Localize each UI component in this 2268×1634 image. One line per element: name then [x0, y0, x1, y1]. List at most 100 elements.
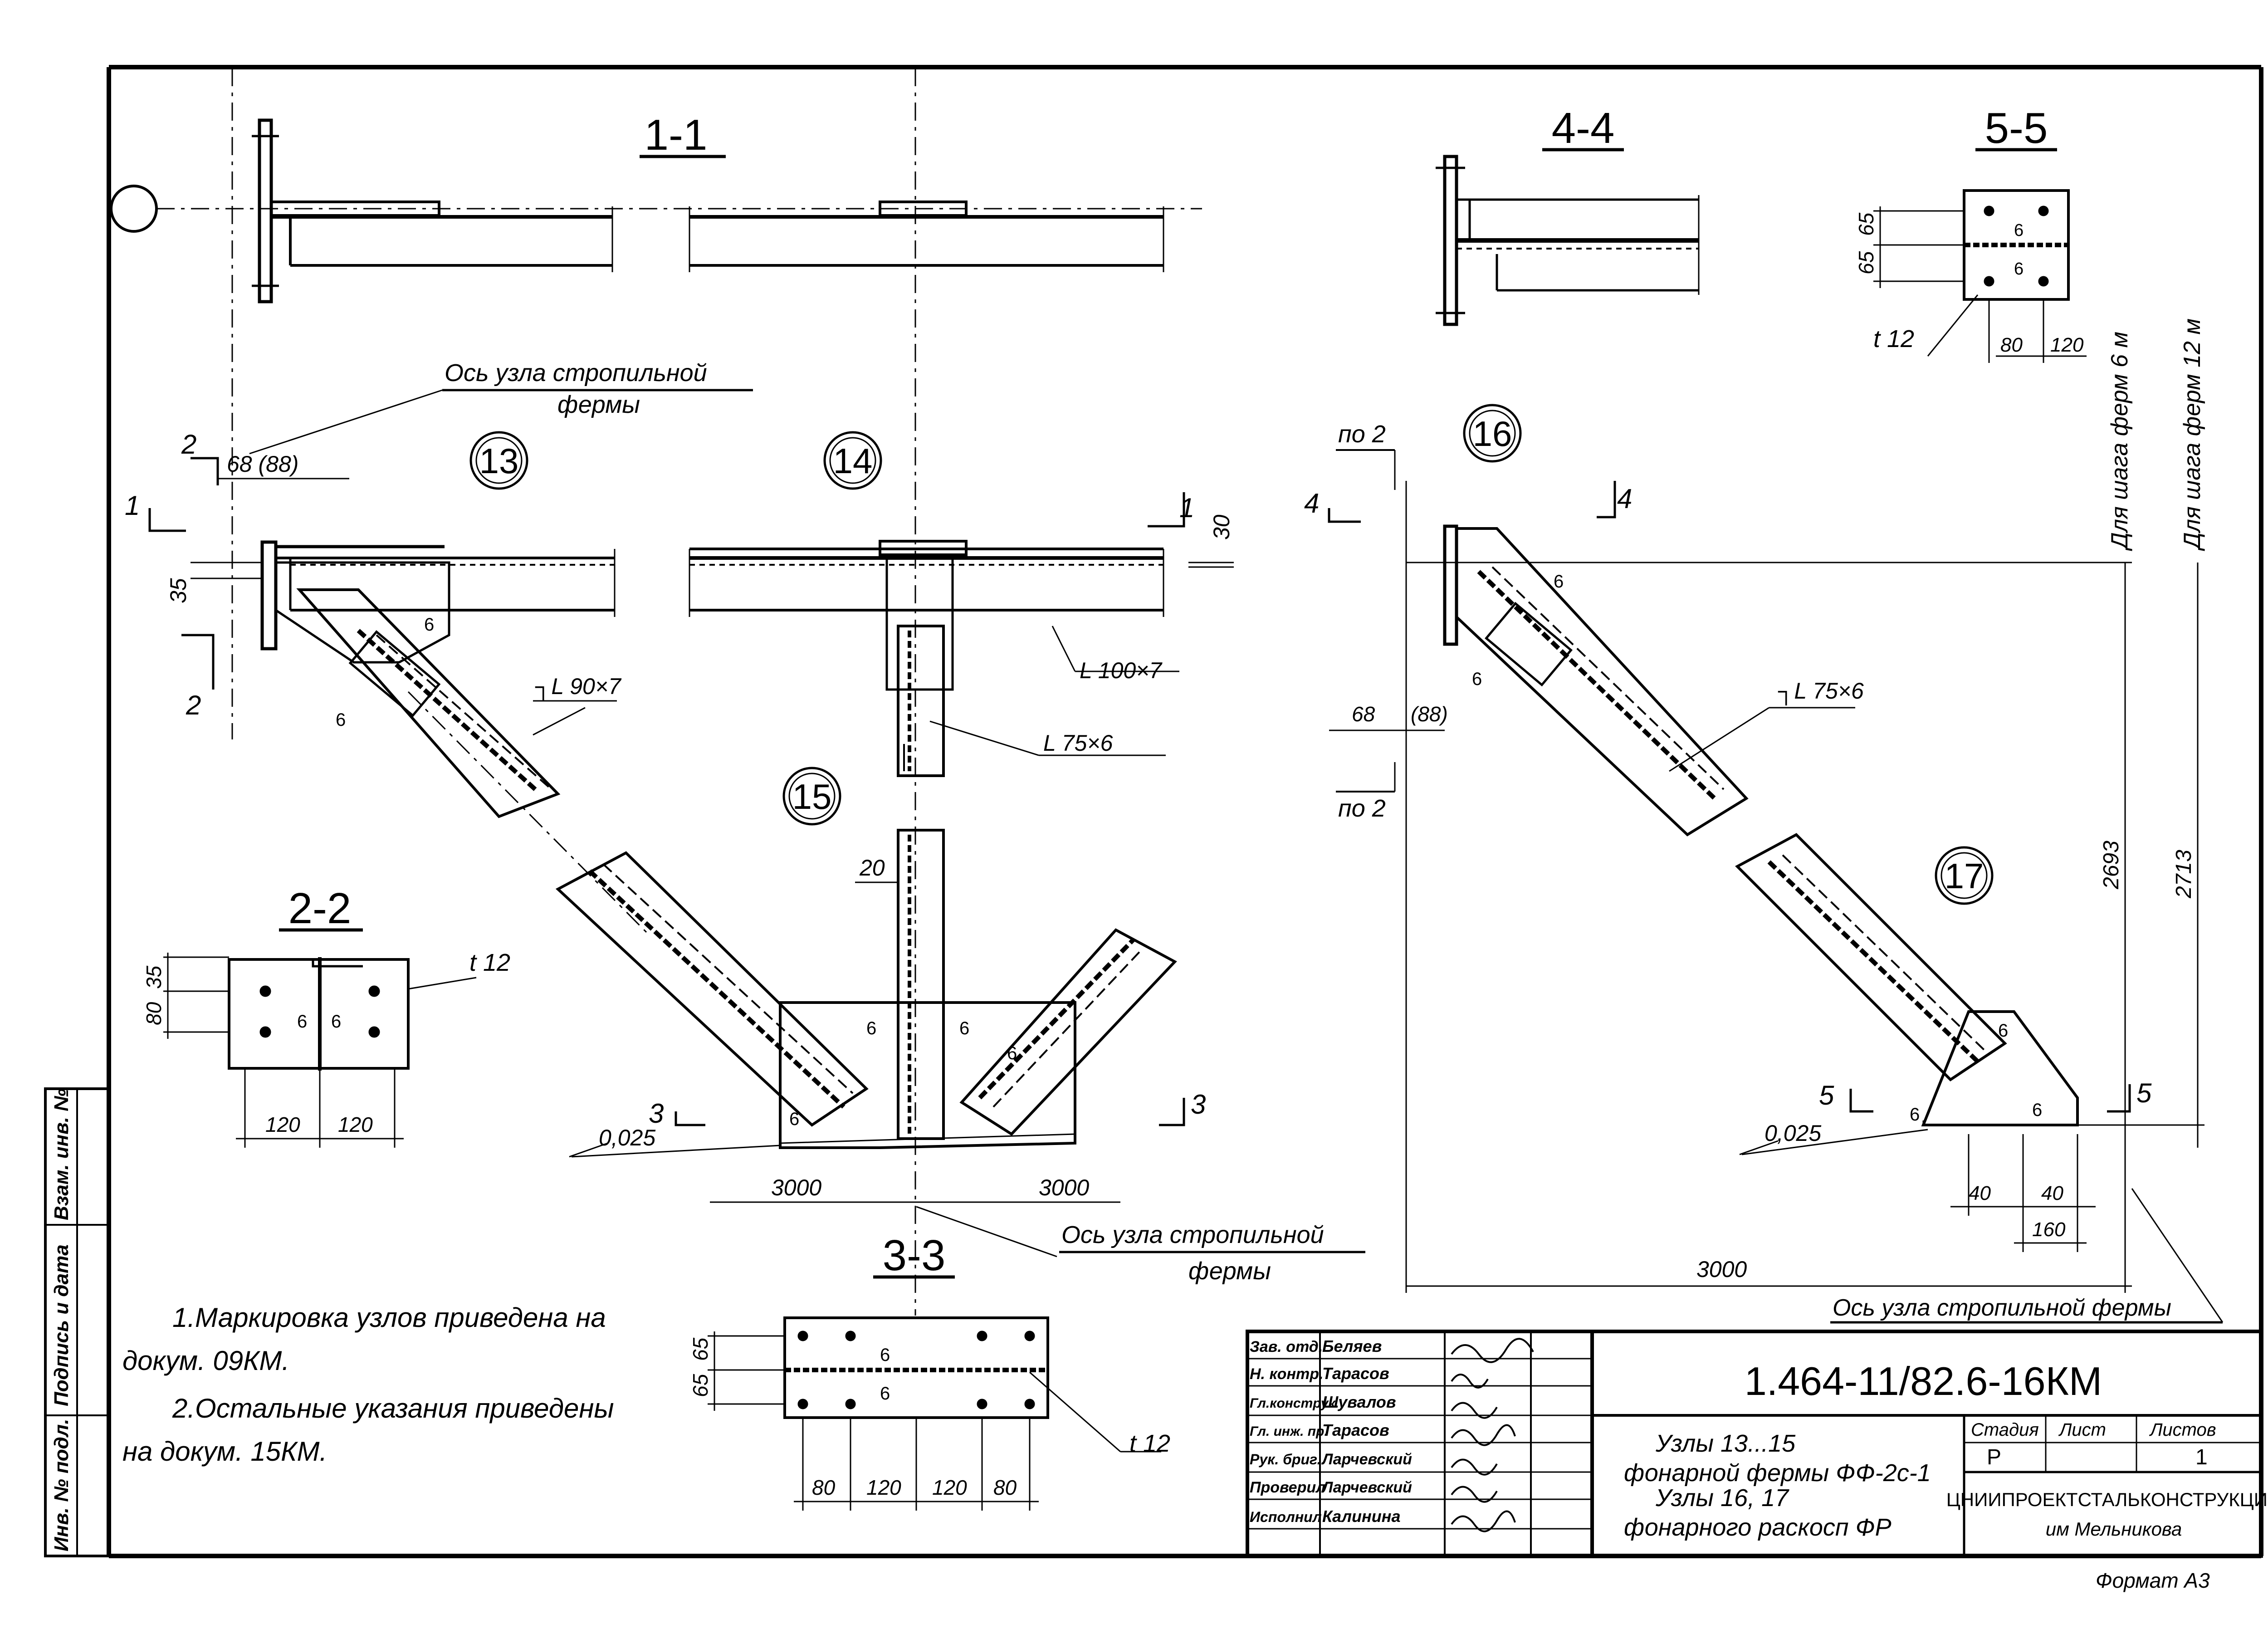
drawing-code: 1.464-11/82.6-16КМ	[1745, 1359, 2102, 1404]
section-3-3-drawing	[708, 1316, 1049, 1511]
dim-40-a: 40	[1969, 1182, 1991, 1204]
title-desc-2: фонарной фермы ФФ-2с-1	[1624, 1459, 1931, 1487]
s22-dim-35: 35	[142, 965, 166, 989]
sheets-header: Листов	[2149, 1420, 2216, 1440]
slope-right: 0,025	[1739, 1120, 1928, 1155]
signature-scribbles	[1451, 1338, 1534, 1532]
view-1-1	[110, 118, 1202, 303]
cut-marker-5	[1849, 1084, 2131, 1113]
dim-35: 35	[166, 562, 261, 603]
title-desc-1: Узлы 13...15	[1655, 1430, 1796, 1457]
replaces-inv-label: Взам. инв. №	[50, 1088, 73, 1220]
row-name-0: Беляев	[1322, 1337, 1382, 1355]
section-4-4-title: 4-4	[1552, 104, 1615, 152]
weld-6-b: 6	[336, 710, 346, 730]
sheet-frame	[107, 65, 2263, 1558]
svg-text:0,025: 0,025	[599, 1125, 655, 1150]
node-marker-16: 16	[1463, 404, 1522, 463]
row-name-3: Тарасов	[1322, 1421, 1389, 1439]
section-3-3-title: 3-3	[883, 1231, 946, 1280]
angle-75x6-right-label: ┐L 75×6	[1778, 678, 1864, 706]
angle-75x6-mid-label: L 75×6	[1043, 730, 1113, 756]
po2-bottom-label: по 2	[1338, 795, 1386, 822]
truss-axis-label-right: Ось узла стропильной фермы	[1830, 1188, 2224, 1324]
s33-dim-65b: 65	[689, 1374, 712, 1397]
svg-text:Ось узла стропильной: Ось узла стропильной	[1061, 1221, 1324, 1248]
node-15-drawing	[555, 829, 1177, 1149]
section-2-2-drawing	[163, 953, 410, 1148]
dim-2693: 2693	[2099, 841, 2123, 890]
dim-68-88: 68 (88)	[218, 451, 349, 479]
row-role-1: Н. контр.	[1250, 1365, 1323, 1383]
sheets-value: 1	[2195, 1445, 2208, 1469]
truss-axis-label-bottom: Ось узла стропильной фермы	[916, 1206, 1365, 1285]
title-desc-4: фонарного раскосп ФР	[1624, 1514, 1892, 1541]
dim-20: 20	[859, 855, 885, 881]
svg-text:докум. 09КМ.: докум. 09КМ.	[122, 1345, 289, 1376]
dim-160: 160	[2032, 1218, 2066, 1241]
s33-dim-120b: 120	[932, 1476, 967, 1499]
node-13-drawing	[260, 540, 650, 935]
angle-90x7-label: ┐L 90×7	[535, 674, 622, 701]
s55-dim-65a: 65	[1854, 212, 1878, 236]
title-block	[1246, 1330, 2263, 1558]
cut-marker-4	[1328, 481, 1616, 523]
weld-6-c: 6	[866, 1018, 876, 1038]
svg-text:35: 35	[166, 578, 191, 603]
svg-text:68: 68	[1352, 702, 1375, 726]
org-name-2: им Мельникова	[2046, 1518, 2182, 1540]
row-name-4: Ларчевский	[1321, 1451, 1412, 1468]
weld-6-f: 6	[1007, 1043, 1017, 1063]
cut-marker-1	[148, 508, 215, 690]
s33-dim-120a: 120	[866, 1476, 901, 1499]
dim-68-88-right: 68 (88)	[1329, 702, 1448, 731]
cut-2-label-bottom: 2	[186, 690, 201, 720]
cut-2-marker-top	[191, 457, 219, 485]
cut-1-label-right: 1	[1179, 493, 1194, 523]
dim-vertical-2693-2713	[2077, 563, 2204, 1293]
svg-text:на докум. 15КМ.: на докум. 15КМ.	[122, 1436, 327, 1467]
svg-text:15: 15	[792, 777, 832, 817]
cut-2-label-top: 2	[181, 429, 196, 460]
svg-text:фермы: фермы	[1188, 1257, 1271, 1285]
section-1-1-title: 1-1	[645, 111, 708, 159]
cut-3-label-left: 3	[649, 1098, 664, 1129]
svg-text:Ось узла стропильной фермы: Ось узла стропильной фермы	[1833, 1295, 2171, 1321]
node-marker-14: 14	[823, 431, 882, 490]
node16-weld-a: 6	[1554, 572, 1564, 592]
svg-text:(88): (88)	[1411, 702, 1448, 726]
node17-weld-c: 6	[2032, 1100, 2042, 1120]
stage-header: Стадия	[1971, 1420, 2039, 1440]
node-marker-15: 15	[782, 767, 841, 826]
svg-text:68 (88): 68 (88)	[227, 451, 298, 477]
dim-30: 30	[1209, 514, 1234, 540]
s22-weld-a: 6	[297, 1012, 307, 1032]
svg-text:3000: 3000	[771, 1175, 821, 1200]
section-5-5-drawing	[1873, 189, 2087, 363]
row-name-5: Ларчевский	[1321, 1479, 1412, 1496]
staff-rows: Зав. отд. Беляев Н. контр. Тарасов Гл.ко…	[1250, 1337, 1412, 1526]
row-role-6: Исполнил	[1250, 1509, 1322, 1525]
cut-marker-1-right	[1148, 492, 1234, 568]
s22-plate-t12: t 12	[469, 949, 510, 976]
svg-text:1.Маркировка узлов приведена: 1.Маркировка узлов приведена на	[172, 1302, 606, 1333]
row-role-2: Гл.конструк.	[1250, 1396, 1339, 1411]
node17-weld-b: 6	[1910, 1105, 1920, 1125]
inv-no-label: Инв. № подл.	[50, 1419, 73, 1551]
dim-2713: 2713	[2172, 850, 2196, 899]
svg-text:фермы: фермы	[557, 391, 640, 418]
s55-dim-65b: 65	[1854, 251, 1878, 274]
row-role-4: Рук. бриг.	[1250, 1451, 1321, 1468]
section-5-5-title: 5-5	[1985, 104, 2048, 152]
node-marker-13: 13	[469, 431, 528, 490]
dim-3000-pair: 3000 3000	[710, 1175, 1120, 1203]
cut-5-label-left: 5	[1819, 1080, 1834, 1111]
dim-40-b: 40	[2041, 1182, 2063, 1204]
node17-weld-a: 6	[1998, 1021, 2008, 1041]
s33-weld-b: 6	[880, 1384, 890, 1404]
signature-date-label: Подпись и дата	[50, 1244, 73, 1406]
s22-dim-120b: 120	[338, 1113, 373, 1136]
truss-axis-label-top: Ось узла стропильной фермы	[249, 359, 753, 455]
s22-dim-80: 80	[142, 1002, 166, 1025]
cut-marker-3	[675, 1098, 1185, 1126]
